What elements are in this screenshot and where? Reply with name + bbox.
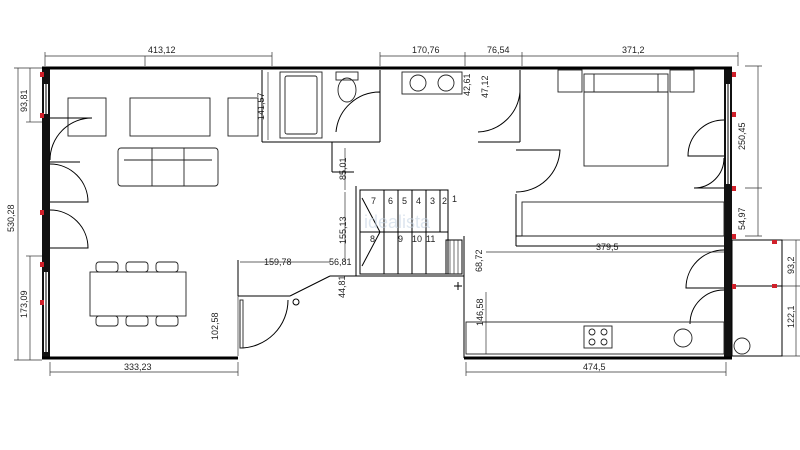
doors (49, 91, 725, 349)
living-room (67, 97, 259, 327)
stair-step-10: 10 (412, 234, 422, 244)
bathtub (279, 71, 323, 139)
side-table-right (227, 97, 259, 137)
dim-right-93: 93,2 (786, 256, 796, 274)
dim-top-left: 413,12 (148, 45, 176, 55)
wall-markers (40, 72, 777, 305)
kitchen (465, 321, 751, 355)
dim-left-lower: 173,09 (19, 290, 29, 318)
dim-stair-155: 155,13 (338, 216, 348, 244)
wardrobe (521, 201, 725, 237)
stair-step-1: 1 (452, 194, 457, 204)
dim-bottom-left: 333,23 (124, 362, 152, 372)
side-table-left (67, 97, 107, 137)
sink-left (409, 74, 427, 92)
toilet-tank (335, 71, 359, 81)
stair-step-9: 9 (398, 234, 403, 244)
dining-table (89, 271, 187, 317)
dim-left-upper: 93,81 (19, 89, 29, 112)
dim-kitchen-379: 379,5 (596, 242, 619, 252)
stair-step-4: 4 (416, 196, 421, 206)
stair-step-8: 8 (370, 234, 375, 244)
cooktop (583, 325, 613, 349)
bedroom (521, 69, 725, 237)
dim-corridor-159: 159,78 (264, 257, 292, 267)
kitchen-counter (465, 321, 725, 355)
balcony-round (733, 337, 751, 355)
dim-right-54: 54,97 (737, 207, 747, 230)
sink-right (437, 74, 455, 92)
dim-bottom-right: 474,5 (583, 362, 606, 372)
stair-step-3: 3 (430, 196, 435, 206)
dim-top-right: 371,2 (622, 45, 645, 55)
tv-cabinet (129, 97, 211, 137)
dim-door-102: 102,58 (210, 312, 220, 340)
dim-top-bath: 170,76 (412, 45, 440, 55)
dim-kitchen-146: 146,58 (475, 298, 485, 326)
dimension-labels: 413,12 170,76 76,54 371,2 93,81 530,28 1… (6, 45, 796, 372)
stair-step-5: 5 (402, 196, 407, 206)
entry-marks (292, 282, 462, 306)
kitchen-sink (673, 328, 693, 348)
stair-step-7: 7 (371, 196, 376, 206)
stair-step-6: 6 (388, 196, 393, 206)
toilet (337, 77, 357, 103)
dimension-lines (14, 52, 800, 376)
bathroom (279, 71, 463, 139)
dim-hall-85: 85,01 (338, 157, 348, 180)
nightstand-left (557, 69, 583, 93)
dim-bath-42: 42,61 (462, 73, 472, 96)
stair-step-2: 2 (442, 196, 447, 206)
dim-bath-47: 47,12 (480, 75, 490, 98)
sofa (117, 147, 219, 187)
watermark: idealista (364, 212, 431, 232)
vanity (401, 71, 463, 95)
staircase: 7 6 5 4 3 2 1 8 9 10 11 (359, 189, 463, 275)
dim-small-68: 68,72 (474, 249, 484, 272)
bed (583, 73, 669, 167)
dim-wall-141: 141,57 (256, 92, 266, 120)
dim-top-small: 76,54 (487, 45, 510, 55)
walls (42, 66, 783, 360)
nightstand-right (669, 69, 695, 93)
dim-right-122: 122,1 (786, 305, 796, 328)
dim-corridor-56: 56,81 (329, 257, 352, 267)
stair-step-11: 11 (426, 234, 435, 244)
dim-left-total: 530,28 (6, 204, 16, 232)
dim-right-250: 250,45 (737, 122, 747, 150)
dim-corridor-44: 44,81 (337, 275, 347, 298)
